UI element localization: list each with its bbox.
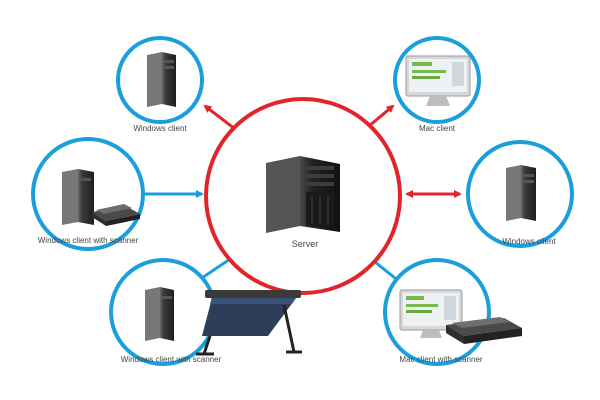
client-windows-top-left: Windows client: [116, 36, 204, 133]
client-mac-scanner-bottom: Mac client with scanner: [383, 258, 522, 366]
client-windows-scanner-left: Windows client with scanner: [31, 137, 145, 251]
imac-flatbed-scanner-icon: [399, 289, 522, 344]
pc-tower-wide-format-scanner-icon: [145, 287, 302, 356]
client-label: Windows client with scanner: [38, 236, 139, 245]
client-label: Mac client with scanner: [399, 355, 482, 364]
pc-tower-flatbed-scanner-icon: [62, 169, 140, 226]
client-mac-top-right: Mac client: [393, 36, 481, 133]
pc-tower-icon: [506, 165, 536, 221]
client-windows-scanner-bottom: Windows client with scanner: [109, 258, 302, 366]
client-label: Windows client: [133, 124, 187, 133]
server-tower-icon: [266, 156, 340, 233]
server-label: Server: [292, 239, 319, 249]
client-label: Windows client: [502, 237, 556, 246]
imac-icon: [405, 55, 471, 106]
server-node: Server: [204, 97, 402, 295]
client-label: Windows client with scanner: [121, 355, 222, 364]
client-label: Mac client: [419, 124, 456, 133]
client-windows-right: Windows client: [466, 140, 574, 248]
pc-tower-icon: [147, 52, 176, 107]
